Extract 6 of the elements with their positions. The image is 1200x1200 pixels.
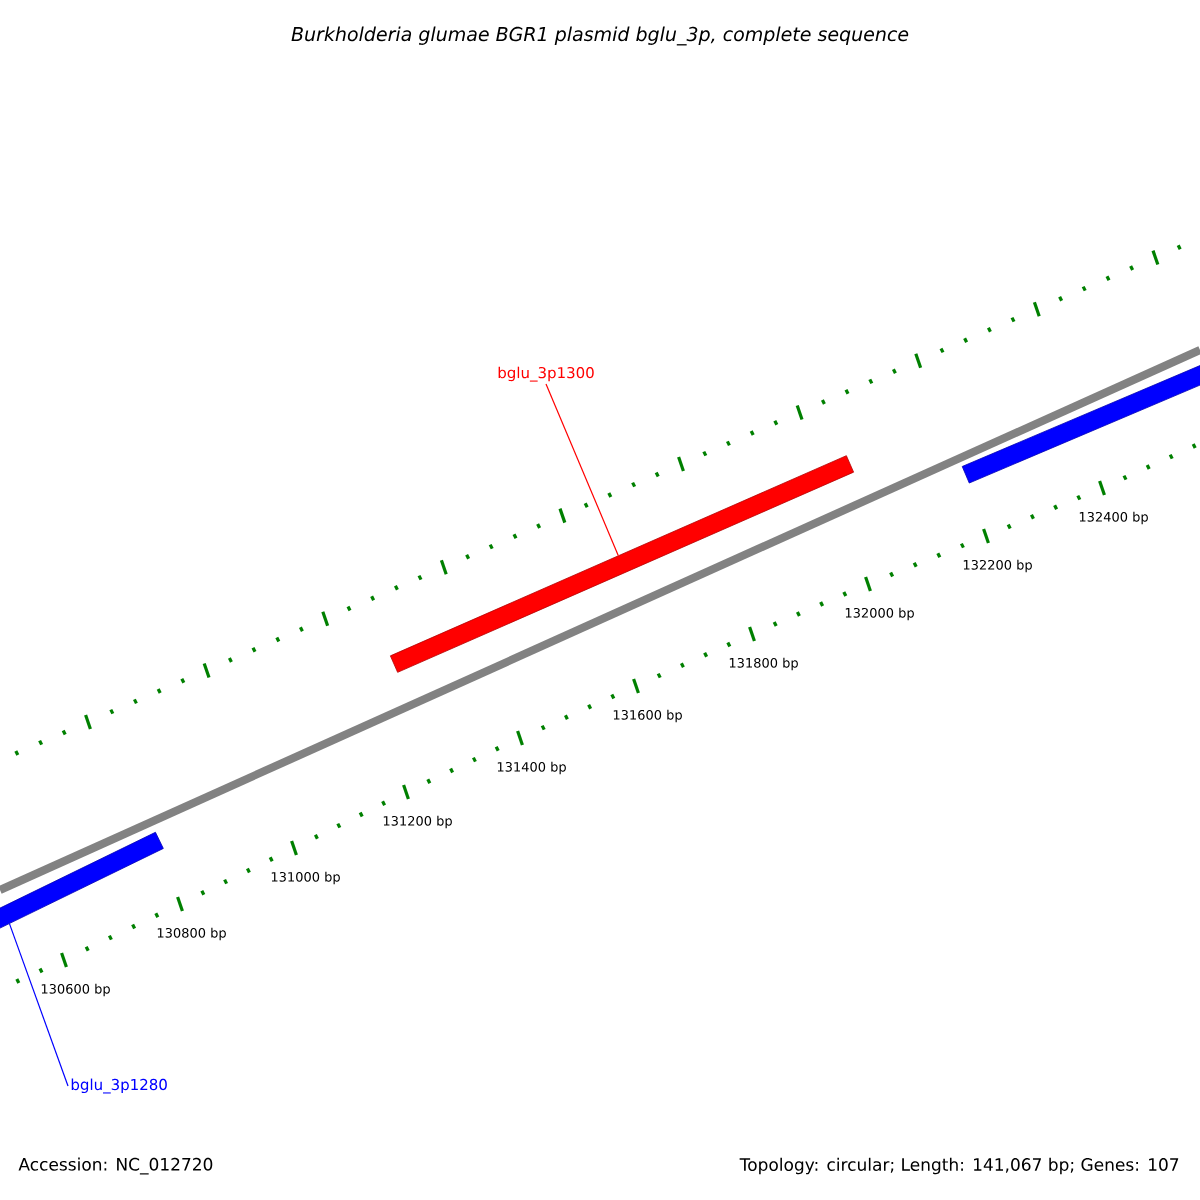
title: Burkholderia glumae BGR1 plasmid bglu_3p, complete sequence [291,26,909,46]
summary-text: Topology: circular; Length: 141,067 bp; Genes: 107 [739,1157,1179,1175]
leader-line [8,923,69,1087]
gene-bar [961,360,1200,484]
leader-line [545,383,619,556]
accession-text: Accession: NC_012720 [18,1157,213,1175]
